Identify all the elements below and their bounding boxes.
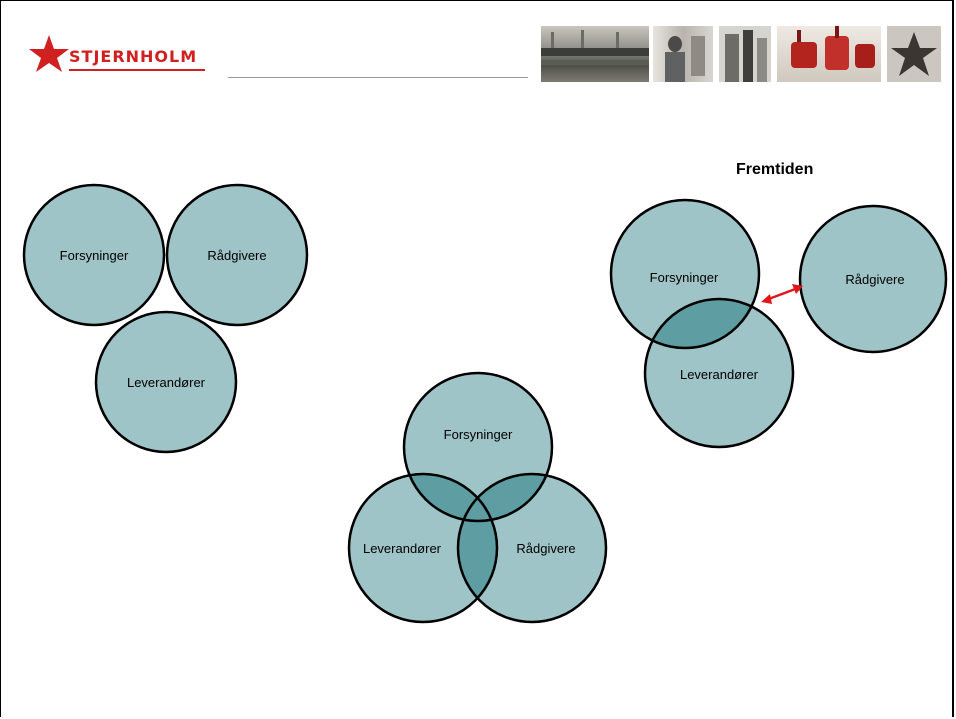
hands-star-photo <box>887 26 941 82</box>
label-radgivere-right: Rådgivere <box>845 272 904 287</box>
label-leverandorer-center: Leverandører <box>363 541 442 556</box>
label-leverandorer-left: Leverandører <box>127 375 206 390</box>
circle-radgivere-left <box>165 183 309 327</box>
circle-leverandorer-left <box>94 310 238 454</box>
header-divider <box>228 77 528 78</box>
diagram-left: Forsyninger Rådgivere Leverandører <box>22 183 309 454</box>
star-icon <box>29 35 69 72</box>
label-forsyninger-right: Forsyninger <box>650 270 719 285</box>
circle-radgivere-right <box>798 204 948 354</box>
diagram-center: Forsyninger Leverandører Rådgivere <box>347 371 608 624</box>
stjernholm-logo: STJERNHOLM <box>27 33 217 73</box>
double-arrow-icon <box>761 284 803 304</box>
circle-forsyninger-left <box>22 183 166 327</box>
label-forsyninger-left: Forsyninger <box>60 248 129 263</box>
label-radgivere-left: Rådgivere <box>207 248 266 263</box>
tank-photo <box>719 26 771 82</box>
logo-underline <box>69 69 205 71</box>
header-photo-strip <box>541 26 941 82</box>
diagram-right: Forsyninger Leverandører Rådgivere <box>609 198 948 449</box>
red-valves-photo <box>777 26 881 82</box>
fremtiden-title: Fremtiden <box>736 161 814 178</box>
label-radgivere-center: Rådgivere <box>516 541 575 556</box>
label-forsyninger-center: Forsyninger <box>444 427 513 442</box>
factory-hall-photo <box>541 26 649 82</box>
label-leverandorer-right: Leverandører <box>680 367 759 382</box>
worker-photo <box>653 26 713 82</box>
logo-text: STJERNHOLM <box>69 47 198 66</box>
